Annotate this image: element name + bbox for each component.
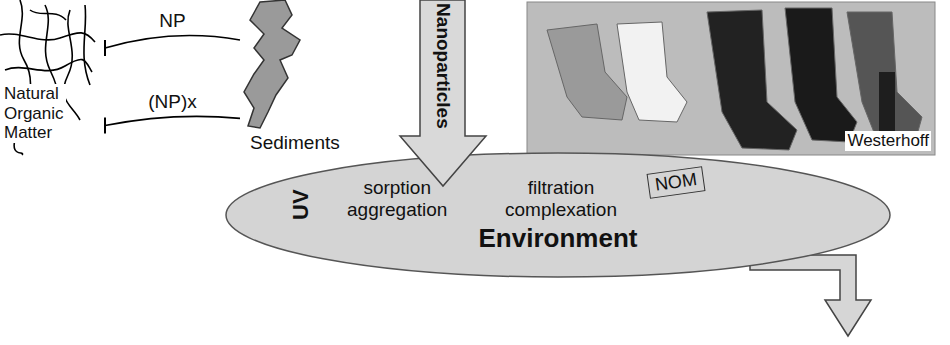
- connector-line: [105, 36, 240, 49]
- node-label: Natural Organic Matter: [2, 84, 66, 143]
- photo-credit: Westerhoff: [845, 131, 931, 151]
- organic-matter-node: Natural Organic Matter: [0, 0, 105, 155]
- organic-strand: [30, 10, 66, 20]
- node-label: NOM: [654, 169, 698, 195]
- sediment-blob: [244, 0, 300, 128]
- sock-photo: Westerhoff: [527, 2, 935, 155]
- sock: [547, 24, 627, 120]
- t-bar-head: [104, 40, 106, 56]
- t-bar-head: [104, 118, 106, 134]
- sock: [785, 8, 857, 142]
- bent-arrow: [750, 255, 871, 336]
- sock: [707, 10, 797, 150]
- connector: [105, 36, 240, 57]
- environment-ellipse-outline: [226, 153, 890, 277]
- sock: [847, 12, 922, 142]
- environment-ellipse: UV sorption aggregation filtration complex…: [225, 152, 891, 278]
- sock: [617, 22, 687, 122]
- process-label: sorption aggregation: [347, 177, 447, 221]
- process-label: UV: [287, 190, 312, 221]
- sock-heel: [879, 72, 895, 132]
- arrow-label: Nanoparticles: [432, 3, 454, 129]
- ellipse-title: Environment: [479, 224, 638, 254]
- photo-ground: [527, 2, 935, 155]
- connector: [105, 116, 240, 133]
- nanoparticle-arrow: Nanoparticles: [398, 0, 488, 188]
- sediment-node: Sediments: [240, 0, 340, 160]
- organic-strand: [84, 5, 90, 85]
- organic-strand: [0, 33, 95, 42]
- organic-strand: [5, 59, 92, 72]
- connector-line: [105, 116, 240, 125]
- process-label: filtration complexation: [505, 177, 617, 221]
- edge-label: (NP)x: [146, 91, 199, 113]
- edge-label: NP: [157, 10, 187, 32]
- node-label: Sediments: [248, 132, 342, 154]
